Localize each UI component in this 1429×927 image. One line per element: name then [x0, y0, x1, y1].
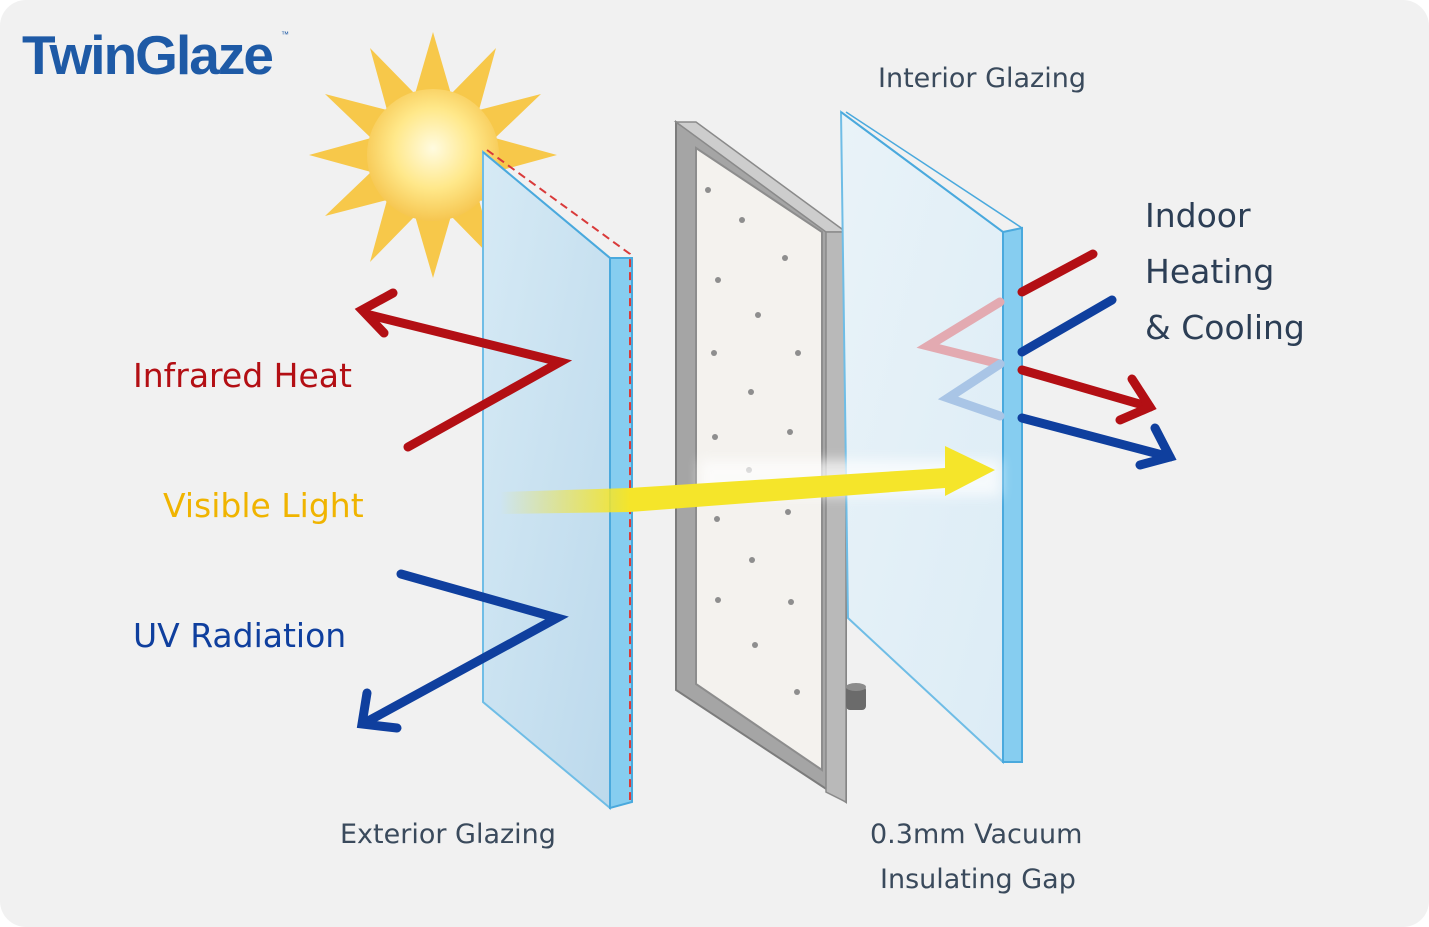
- indoor-cooling-arrow: [937, 295, 1177, 470]
- exterior-glazing-pane: [482, 149, 633, 811]
- interior-glazing-label: Interior Glazing: [878, 63, 1086, 94]
- trademark-symbol: ™: [281, 30, 289, 39]
- infrared-heat-label: Infrared Heat: [133, 356, 352, 395]
- indoor-label-line3: & Cooling: [1145, 308, 1305, 347]
- infrared-heat-arrow: [354, 288, 573, 452]
- uv-radiation-label: UV Radiation: [133, 616, 347, 655]
- indoor-heating-cooling-label: Indoor Heating & Cooling: [1145, 188, 1385, 356]
- exterior-glazing-label: Exterior Glazing: [340, 819, 556, 850]
- indoor-label-line1: Indoor: [1145, 196, 1251, 235]
- visible-light-label: Visible Light: [163, 486, 364, 525]
- indoor-label-line2: Heating: [1145, 252, 1275, 291]
- indoor-heating-arrow: [916, 249, 1157, 425]
- uv-radiation-arrow: [356, 569, 569, 733]
- sun-icon: [309, 32, 557, 278]
- twinglaze-logo: TwinGlaze: [22, 24, 274, 86]
- vacuum-gap-label-line2: Insulating Gap: [880, 864, 1076, 895]
- vacuum-gap-label-line1: 0.3mm Vacuum: [870, 819, 1083, 850]
- visible-light-arrow: [500, 446, 1000, 514]
- interior-glazing-pane: [839, 109, 1023, 765]
